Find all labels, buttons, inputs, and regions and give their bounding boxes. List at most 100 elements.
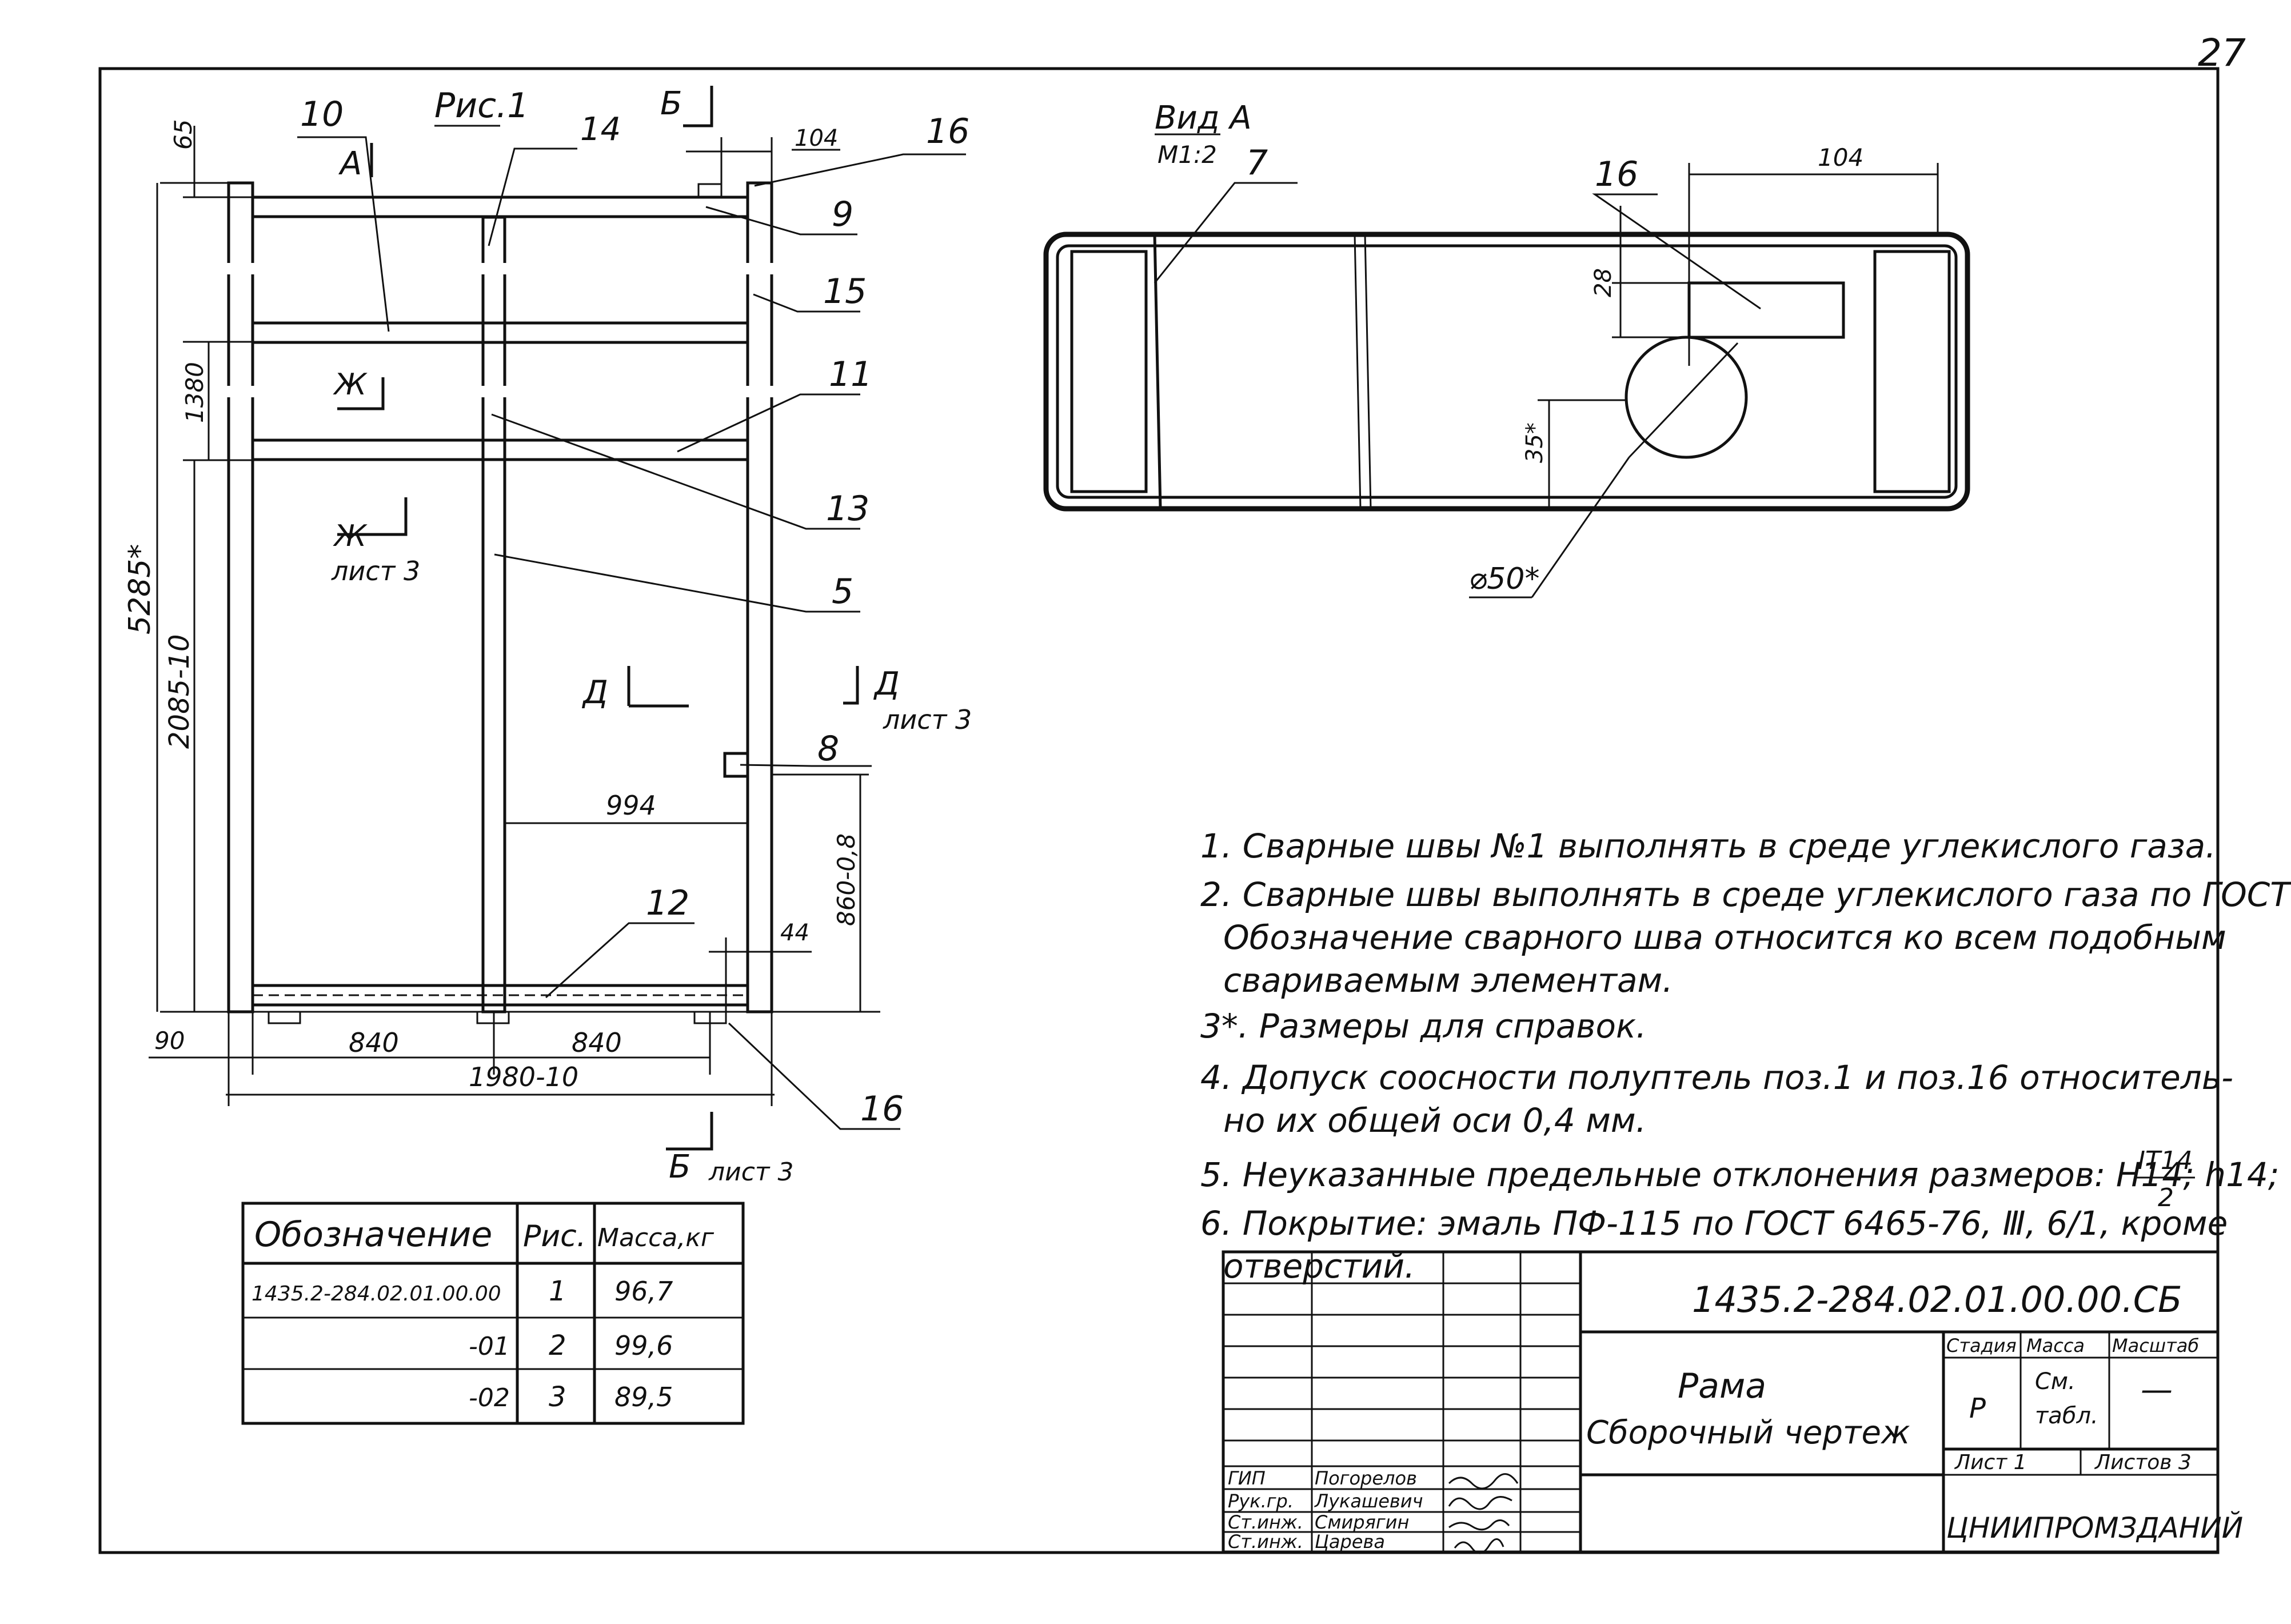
section-d-left: Д — [581, 674, 608, 711]
mass-table-r2-fig: 2 — [549, 1330, 566, 1362]
tb-role-1: ГИП — [1228, 1467, 1266, 1489]
technical-notes: 1. Сварные швы №1 выполнять в среде угле… — [1200, 827, 2291, 1286]
view-a-leader-7 — [1154, 182, 1298, 284]
center-post — [481, 216, 506, 1013]
tb-scale: — — [2141, 1371, 2173, 1408]
section-zh-top-mark — [337, 377, 385, 410]
view-a-leader-16 — [1592, 193, 1761, 310]
end-cap-right — [1873, 250, 1951, 493]
section-zh-bottom: Ж — [333, 519, 368, 553]
mass-table-r1-designation: 1435.2-284.02.01.00.00 — [252, 1282, 501, 1306]
note-3: 3*. Размеры для справок. — [1200, 1007, 1646, 1046]
center-post-break-1 — [481, 263, 507, 274]
section-b-bottom-mark — [666, 1112, 713, 1151]
dim-90: 90 — [154, 1027, 185, 1055]
tb-header-mass: Масса — [2026, 1335, 2085, 1356]
mass-table-r3-designation: -02 — [469, 1383, 510, 1412]
dim-65: 65 — [169, 119, 197, 150]
tb-stage: Р — [1969, 1392, 1986, 1425]
mass-table-r2-mass: 99,6 — [614, 1330, 673, 1361]
section-zh-top: Ж — [333, 368, 368, 402]
tb-header-scale: Масштаб — [2112, 1335, 2199, 1356]
weld-line-left — [1153, 234, 1162, 509]
top-rail — [251, 195, 749, 218]
callout-12: 12 — [646, 883, 689, 923]
tb-sheets: Листов 3 — [2094, 1451, 2192, 1474]
leader-15 — [753, 293, 860, 313]
end-cap-left — [1070, 250, 1148, 493]
mass-table-r1-fig: 1 — [549, 1275, 566, 1307]
callout-13: 13 — [826, 489, 869, 529]
mass-table-r3-fig: 3 — [549, 1381, 566, 1413]
callout-14: 14 — [580, 111, 621, 148]
note-2: 2. Сварные швы выполнять в среде углекис… — [1200, 875, 2291, 914]
view-a-dim-104: 104 — [1818, 143, 1863, 171]
leader-11 — [677, 393, 860, 453]
signature-4 — [1454, 1538, 1504, 1554]
callout-10: 10 — [300, 94, 344, 134]
dim-5285: 5285* — [123, 544, 157, 635]
tb-sheet: Лист 1 — [1954, 1451, 2027, 1474]
leader-8 — [740, 764, 872, 767]
lug-16-view — [1687, 281, 1845, 339]
mass-table-header-fig: Рис. — [523, 1219, 586, 1254]
tb-name-line-2: Сборочный чертеж — [1586, 1414, 1910, 1451]
mass-table-header-mass: Масса,кг — [597, 1223, 715, 1252]
note-2-cont-2: свариваемым элементам. — [1223, 961, 1673, 1000]
tube-outline — [1043, 232, 1970, 512]
view-a-dim-35: 35* — [1522, 422, 1548, 463]
tube-inner — [1056, 244, 1958, 499]
mass-table-r2-designation: -01 — [469, 1332, 510, 1361]
dim-2085: 2085-10 — [163, 634, 195, 749]
upper-rail — [251, 321, 749, 344]
tb-name-3: Смирягин — [1315, 1511, 1409, 1533]
tb-doc-number: 1435.2-284.02.01.00.00.СБ — [1692, 1279, 2182, 1320]
center-post-break-2 — [481, 386, 507, 397]
signature-1 — [1448, 1473, 1519, 1490]
right-post-break-2 — [745, 386, 774, 397]
section-b-bottom-sheet: лист 3 — [708, 1158, 794, 1187]
dim-994: 994 — [606, 790, 656, 821]
figure-1-frame-view: Рис.1 6 — [123, 85, 972, 1187]
tb-mass-2: табл. — [2035, 1403, 2098, 1429]
title-block: ГИП Погорелов Рук.гр. Лукашевич Ст.инж. … — [1222, 1250, 2243, 1554]
section-b-bottom: Б — [669, 1148, 691, 1186]
right-post-break-1 — [745, 263, 774, 274]
hole-leader — [1531, 457, 1630, 598]
tb-name-line-1: Рама — [1678, 1366, 1766, 1406]
right-post — [746, 181, 773, 1013]
leader-16a — [754, 153, 966, 187]
left-post — [227, 181, 254, 1013]
section-d-right: Д — [873, 665, 900, 703]
left-post-break-2 — [226, 386, 255, 397]
break-line-1 — [1354, 234, 1362, 509]
tb-mass-1: См. — [2035, 1368, 2076, 1395]
callout-8: 8 — [817, 729, 839, 769]
leader-5 — [494, 553, 860, 613]
callout-9: 9 — [832, 194, 853, 234]
tb-role-4: Ст.инж. — [1228, 1531, 1303, 1553]
note-1: 1. Сварные швы №1 выполнять в среде угле… — [1200, 827, 2216, 865]
mass-table-frame — [241, 1202, 745, 1425]
foot-left — [268, 1011, 301, 1024]
dim-104: 104 — [795, 125, 838, 151]
dim-50: ⌀50* — [1469, 562, 1539, 596]
tb-name-4: Царева — [1315, 1531, 1385, 1553]
lug-16-top — [697, 183, 723, 198]
tb-name-2: Лукашевич — [1314, 1490, 1423, 1512]
section-b-top-mark — [683, 86, 713, 127]
mass-table: Обозначение Рис. Масса,кг 1435.2-284.02.… — [241, 1202, 745, 1425]
view-a-title: Вид А — [1155, 99, 1252, 137]
dim-840a: 840 — [349, 1027, 399, 1058]
dim-840b: 840 — [572, 1027, 622, 1058]
note-5-fraction-num: IT14 — [2138, 1146, 2193, 1175]
leader-13 — [491, 413, 860, 530]
tb-name-1: Погорелов — [1315, 1467, 1417, 1489]
tb-role-2: Рук.гр. — [1228, 1490, 1294, 1512]
leader-16b — [728, 1022, 900, 1130]
mass-table-r1-mass: 96,7 — [614, 1276, 673, 1307]
leader-12 — [545, 922, 695, 999]
view-a-dim-28: 28 — [1590, 268, 1617, 297]
tb-role-3: Ст.инж. — [1228, 1511, 1303, 1533]
